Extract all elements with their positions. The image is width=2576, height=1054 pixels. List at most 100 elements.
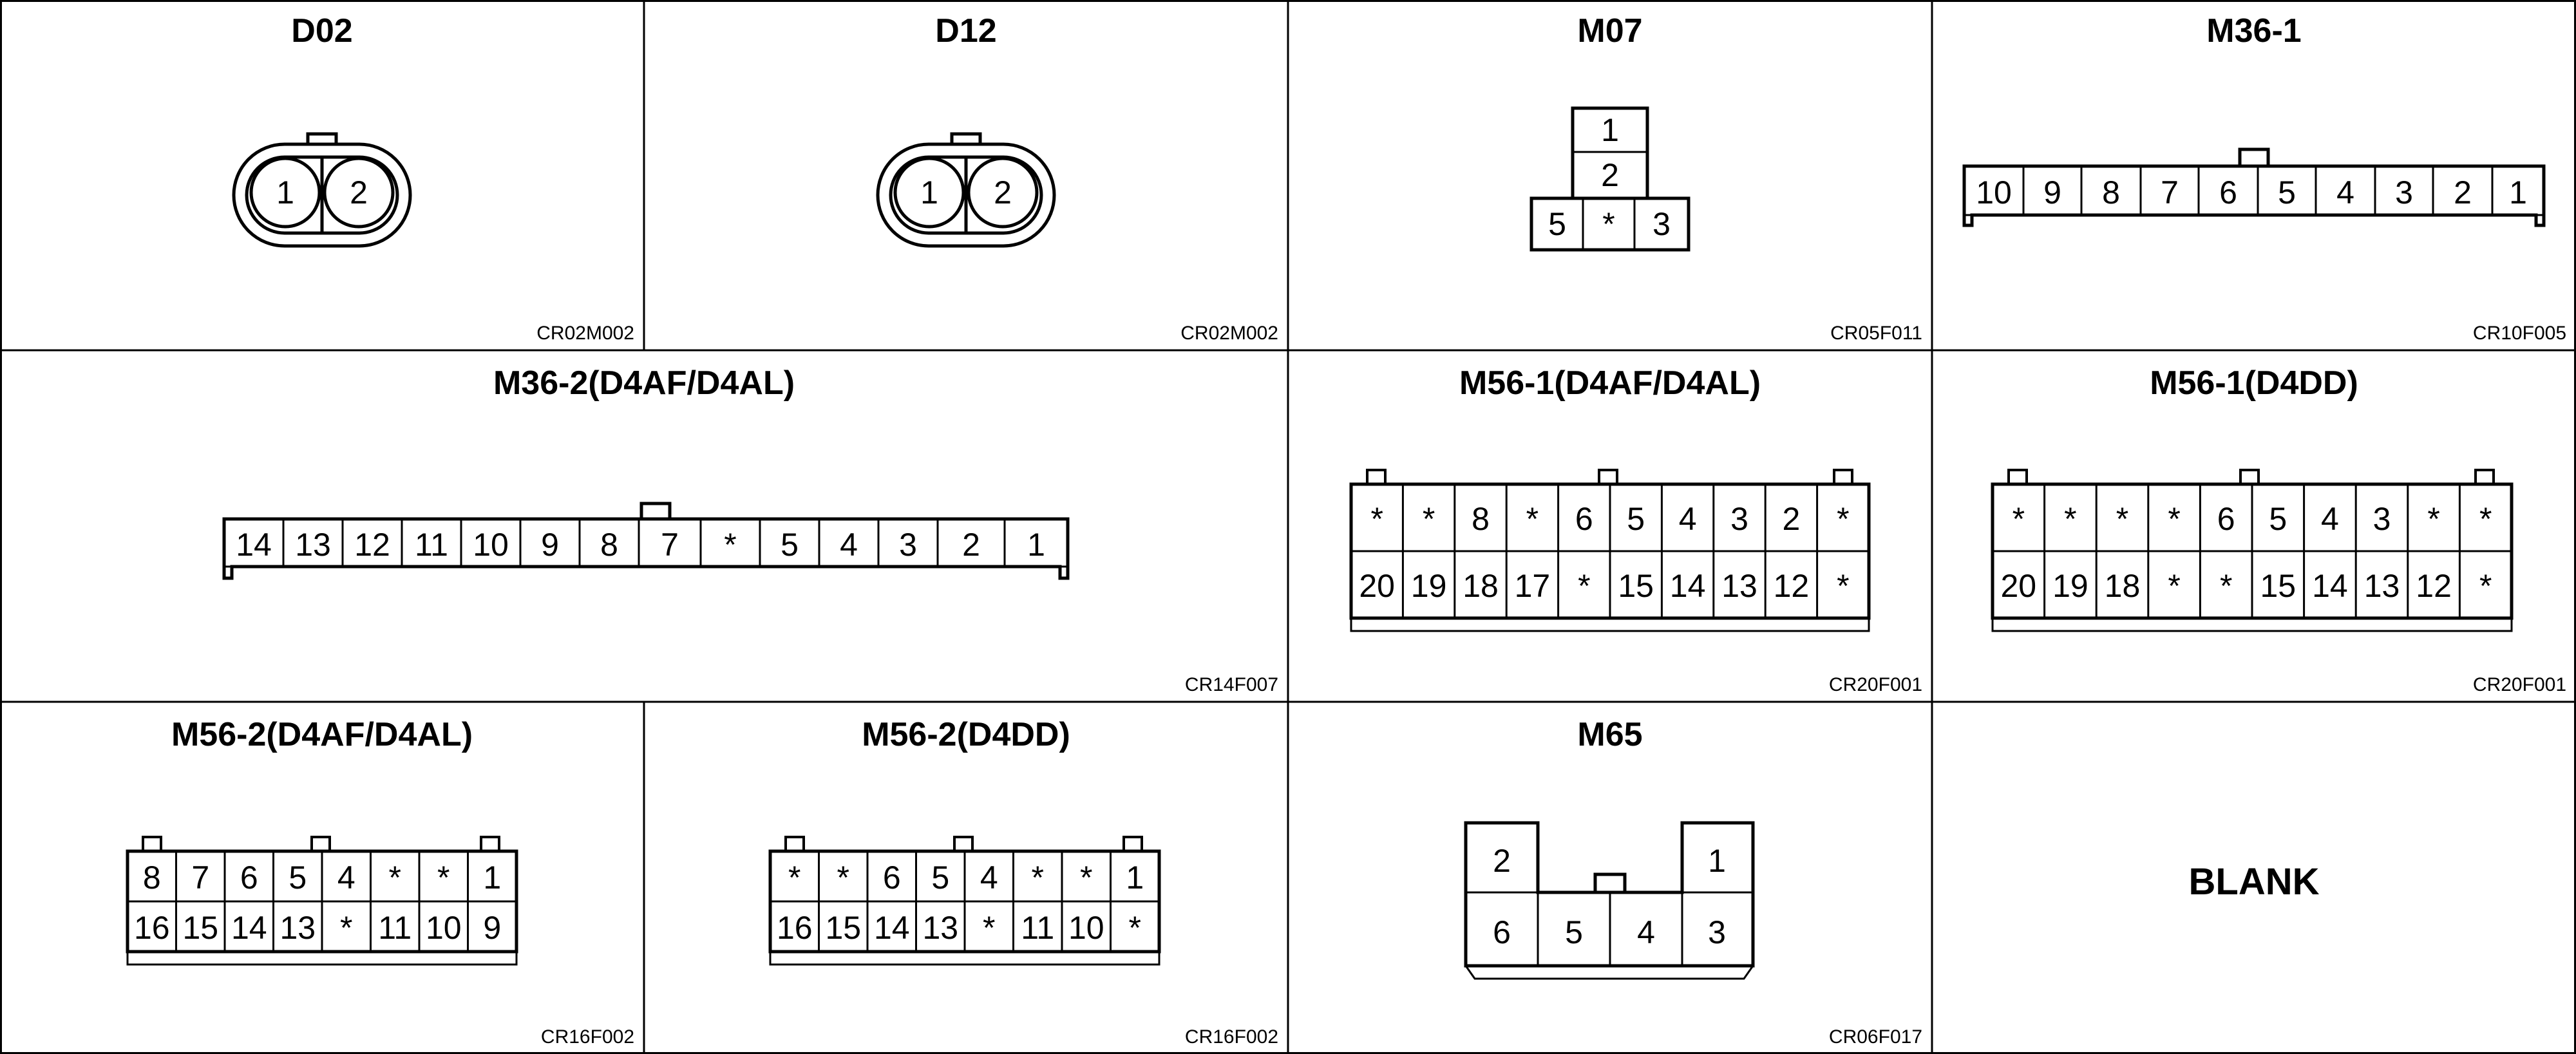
pin-label: 1 [1708,843,1726,879]
pin-label: 9 [541,527,559,563]
pin-label: 2 [994,174,1012,211]
pin-label: 8 [2102,174,2120,211]
pin-label: 2 [1601,157,1619,193]
latch [310,836,331,852]
diagram-code: CR20F001 [1829,674,1922,695]
latch [2007,469,2028,485]
pin-label: 13 [922,910,958,946]
pin-label: 11 [415,527,448,563]
pin-label: 4 [2321,501,2339,537]
pin-label: 16 [777,910,813,946]
pin-label: 4 [1679,501,1697,537]
latch [1366,469,1387,485]
pin-label: 5 [2269,501,2287,537]
pin-label: 3 [1653,206,1671,242]
panel-d12: D12 1 2 CR02M002 [876,12,1278,344]
diagram-code: CR02M002 [536,323,634,344]
pin-label: 14 [231,910,267,946]
pin-label: * [1032,860,1044,896]
panel-title: M56-2(D4AF/D4AL) [171,716,473,753]
pin-label: 4 [1637,914,1655,950]
pin-label: 3 [2395,174,2413,211]
connector-base [769,952,1160,966]
connector-base [1991,618,2513,632]
pin-label: 13 [2364,568,2400,604]
pin-label: 2 [350,174,368,211]
pin-label: * [2168,501,2180,537]
panel-title: M65 [1577,716,1642,753]
pin-label: 17 [1515,568,1551,604]
pin-label: 12 [1774,568,1810,604]
pin-label: 4 [980,860,998,896]
panel-title: M36-2(D4AF/D4AL) [493,364,795,402]
pin-label: 2 [962,527,980,563]
pin-label: * [340,910,352,946]
diagram-code: CR06F017 [1829,1026,1922,1048]
diagram-code: CR16F002 [1185,1026,1278,1048]
pin-label: 18 [1463,568,1499,604]
pin-label: * [788,860,800,896]
pin-label: 1 [1126,860,1144,896]
panel-title: D02 [291,12,352,50]
pin-label: 7 [661,527,679,563]
connector-base [1350,618,1870,632]
pin-label: * [1578,568,1590,604]
pin-label: * [1370,501,1383,537]
pin-label: 20 [2000,568,2036,604]
pin-label: * [2479,501,2492,537]
pin-label: 3 [899,527,917,563]
diagram-code: CR20F001 [2473,674,2566,695]
diagram-code: CR16F002 [541,1026,634,1048]
pin-label: 6 [1575,501,1593,537]
pin-label: 5 [1548,206,1566,242]
pin-label: 4 [2336,174,2354,211]
pin-label: 5 [931,860,949,896]
latch [784,836,805,852]
pin-label: 11 [1021,910,1054,946]
pin-label: * [389,860,401,896]
pin-label: 13 [295,527,331,563]
pin-label: 7 [2161,174,2179,211]
pin-label: 18 [2105,568,2141,604]
pin-label: 6 [2219,174,2237,211]
blank-label: BLANK [2189,861,2320,903]
pin-label: 6 [883,860,901,896]
panel-title: D12 [935,12,996,50]
pin-label: 3 [2373,501,2391,537]
pin-label: 10 [1068,910,1104,946]
pin-label: 1 [483,860,501,896]
pin-label: 15 [2260,568,2296,604]
pin-label: * [983,910,995,946]
pin-label: 19 [1411,568,1447,604]
pin-label: 4 [840,527,858,563]
pin-label: * [437,860,450,896]
panel-title: M56-2(D4DD) [862,716,1070,753]
pin-label: * [1423,501,1435,537]
diagram-code: CR10F005 [2473,323,2566,344]
pin-label: 12 [354,527,390,563]
pin-label: 15 [182,910,218,946]
diagram-code: CR14F007 [1185,674,1278,695]
pin-label: 2 [2454,174,2472,211]
pin-label: 19 [2052,568,2088,604]
pin-label: 7 [191,860,209,896]
latch [2474,469,2495,485]
pin-label: 5 [1627,501,1645,537]
pin-label: * [2427,501,2439,537]
pin-label: 9 [2043,174,2061,211]
connector-m07: 1 2 5 * 3 [1530,106,1690,252]
pin-label: * [2116,501,2128,537]
pin-label: 20 [1359,568,1395,604]
pin-label: 6 [240,860,258,896]
pin-label: 14 [874,910,910,946]
pin-label: * [2220,568,2232,604]
pin-label: 10 [1976,174,2012,211]
